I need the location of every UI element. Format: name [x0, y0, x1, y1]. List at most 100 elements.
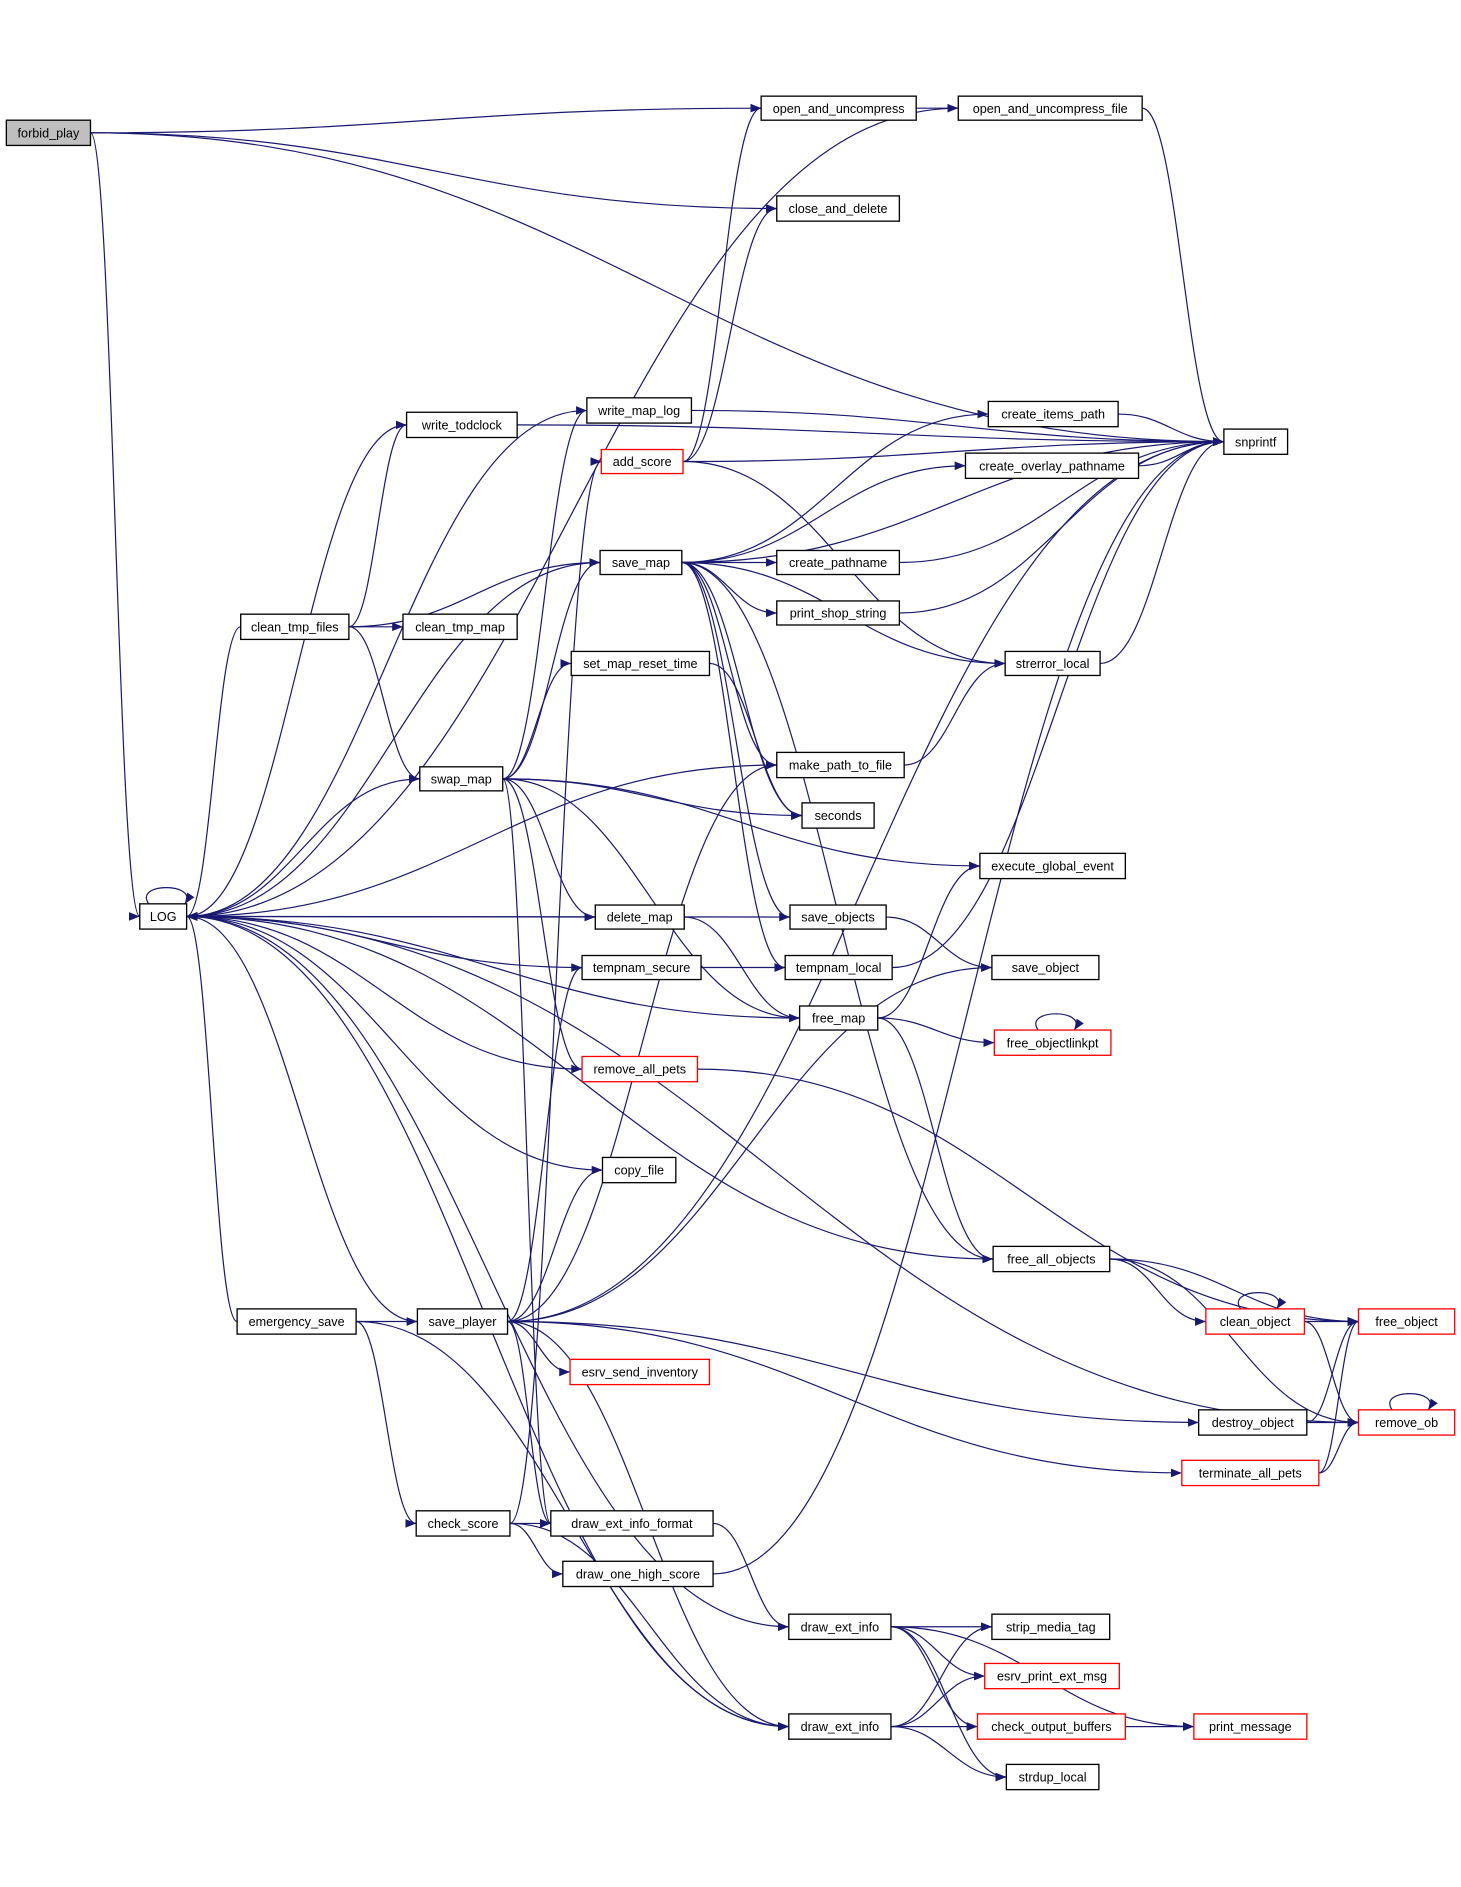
node-box[interactable] — [416, 1308, 509, 1335]
node-box[interactable] — [601, 1156, 677, 1184]
node-LOG[interactable]: LOG — [139, 903, 188, 930]
node-box[interactable] — [788, 1713, 892, 1740]
node-box[interactable] — [419, 766, 504, 792]
node-execute_global_event[interactable]: execute_global_event — [979, 852, 1126, 880]
node-draw_ext_info_a[interactable]: draw_ext_info — [788, 1613, 892, 1641]
node-esrv_send_inventory[interactable]: esrv_send_inventory — [569, 1358, 711, 1386]
node-box[interactable] — [599, 549, 683, 576]
node-box[interactable] — [1193, 1713, 1308, 1740]
node-save_object[interactable]: save_object — [991, 954, 1100, 981]
node-box[interactable] — [1181, 1459, 1320, 1487]
node-create_items_path[interactable]: create_items_path — [987, 400, 1119, 428]
node-box[interactable] — [562, 1560, 714, 1588]
node-print_shop_string[interactable]: print_shop_string — [776, 600, 901, 626]
node-box[interactable] — [776, 195, 901, 222]
node-draw_one_high_score[interactable]: draw_one_high_score — [562, 1560, 714, 1588]
node-box[interactable] — [236, 1308, 357, 1335]
node-box[interactable] — [992, 1245, 1111, 1273]
node-create_overlay_pathname[interactable]: create_overlay_pathname — [964, 452, 1140, 480]
node-box[interactable] — [993, 1029, 1112, 1056]
node-write_todclock[interactable]: write_todclock — [405, 411, 518, 439]
node-box[interactable] — [957, 95, 1143, 121]
node-box[interactable] — [984, 1662, 1120, 1690]
node-box[interactable] — [991, 954, 1100, 981]
node-box[interactable] — [788, 1613, 892, 1641]
node-box[interactable] — [405, 411, 518, 439]
node-esrv_print_ext_msg[interactable]: esrv_print_ext_msg — [984, 1662, 1120, 1690]
node-box[interactable] — [776, 549, 901, 576]
node-free_objectlinkpt[interactable]: free_objectlinkpt — [993, 1029, 1112, 1056]
node-box[interactable] — [776, 600, 901, 626]
node-save_objects[interactable]: save_objects — [789, 904, 887, 930]
node-tempnam_local[interactable]: tempnam_local — [784, 954, 893, 981]
node-box[interactable] — [569, 1358, 711, 1386]
node-remove_all_pets[interactable]: remove_all_pets — [581, 1055, 699, 1083]
node-check_score[interactable]: check_score — [415, 1510, 511, 1537]
node-open_and_uncompress[interactable]: open_and_uncompress — [760, 95, 917, 121]
node-remove_ob[interactable]: remove_ob — [1357, 1409, 1456, 1436]
node-box[interactable] — [240, 613, 350, 641]
node-box[interactable] — [1357, 1308, 1456, 1335]
node-copy_file[interactable]: copy_file — [601, 1156, 677, 1184]
node-box[interactable] — [5, 119, 92, 147]
node-box[interactable] — [1197, 1409, 1308, 1436]
node-box[interactable] — [784, 954, 893, 981]
node-box[interactable] — [600, 448, 684, 475]
node-box[interactable] — [1004, 650, 1101, 677]
node-free_map[interactable]: free_map — [798, 1005, 879, 1031]
node-free_object[interactable]: free_object — [1357, 1308, 1456, 1335]
node-box[interactable] — [964, 452, 1140, 480]
node-snprintf[interactable]: snprintf — [1223, 428, 1289, 455]
node-strerror_local[interactable]: strerror_local — [1004, 650, 1101, 677]
node-create_pathname[interactable]: create_pathname — [776, 549, 901, 576]
node-open_and_uncompress_file[interactable]: open_and_uncompress_file — [957, 95, 1143, 121]
node-box[interactable] — [976, 1713, 1126, 1740]
node-box[interactable] — [1357, 1409, 1456, 1436]
node-box[interactable] — [991, 1613, 1111, 1641]
node-strip_media_tag[interactable]: strip_media_tag — [991, 1613, 1111, 1641]
node-box[interactable] — [1005, 1763, 1100, 1791]
node-box[interactable] — [586, 397, 693, 424]
node-box[interactable] — [415, 1510, 511, 1537]
node-clean_tmp_map[interactable]: clean_tmp_map — [402, 613, 518, 641]
node-box[interactable] — [1205, 1308, 1306, 1335]
node-box[interactable] — [402, 613, 518, 641]
node-box[interactable] — [776, 751, 905, 779]
node-box[interactable] — [801, 802, 875, 829]
node-delete_map[interactable]: delete_map — [594, 904, 685, 930]
node-box[interactable] — [789, 904, 887, 930]
node-forbid_play[interactable]: forbid_play — [5, 119, 92, 147]
node-box[interactable] — [987, 400, 1119, 428]
node-close_and_delete[interactable]: close_and_delete — [776, 195, 901, 222]
node-box[interactable] — [570, 650, 711, 677]
node-terminate_all_pets[interactable]: terminate_all_pets — [1181, 1459, 1320, 1487]
node-destroy_object[interactable]: destroy_object — [1197, 1409, 1308, 1436]
node-print_message[interactable]: print_message — [1193, 1713, 1308, 1740]
node-box[interactable] — [581, 1055, 699, 1083]
node-draw_ext_info_b[interactable]: draw_ext_info — [788, 1713, 892, 1740]
node-check_output_buffers[interactable]: check_output_buffers — [976, 1713, 1126, 1740]
node-clean_object[interactable]: clean_object — [1205, 1308, 1306, 1335]
node-strdup_local[interactable]: strdup_local — [1005, 1763, 1100, 1791]
node-box[interactable] — [594, 904, 685, 930]
node-set_map_reset_time[interactable]: set_map_reset_time — [570, 650, 711, 677]
node-box[interactable] — [550, 1510, 714, 1537]
node-add_score[interactable]: add_score — [600, 448, 684, 475]
node-emergency_save[interactable]: emergency_save — [236, 1308, 357, 1335]
node-box[interactable] — [1223, 428, 1289, 455]
node-swap_map[interactable]: swap_map — [419, 766, 504, 792]
node-box[interactable] — [979, 852, 1126, 880]
node-make_path_to_file[interactable]: make_path_to_file — [776, 751, 905, 779]
node-box[interactable] — [581, 954, 702, 981]
node-free_all_objects[interactable]: free_all_objects — [992, 1245, 1111, 1273]
node-clean_tmp_files[interactable]: clean_tmp_files — [240, 613, 350, 641]
node-box[interactable] — [139, 903, 188, 930]
node-save_player[interactable]: save_player — [416, 1308, 509, 1335]
node-save_map[interactable]: save_map — [599, 549, 683, 576]
node-write_map_log[interactable]: write_map_log — [586, 397, 693, 424]
node-seconds[interactable]: seconds — [801, 802, 875, 829]
node-draw_ext_info_format[interactable]: draw_ext_info_format — [550, 1510, 714, 1537]
node-box[interactable] — [760, 95, 917, 121]
node-tempnam_secure[interactable]: tempnam_secure — [581, 954, 702, 981]
node-box[interactable] — [798, 1005, 879, 1031]
